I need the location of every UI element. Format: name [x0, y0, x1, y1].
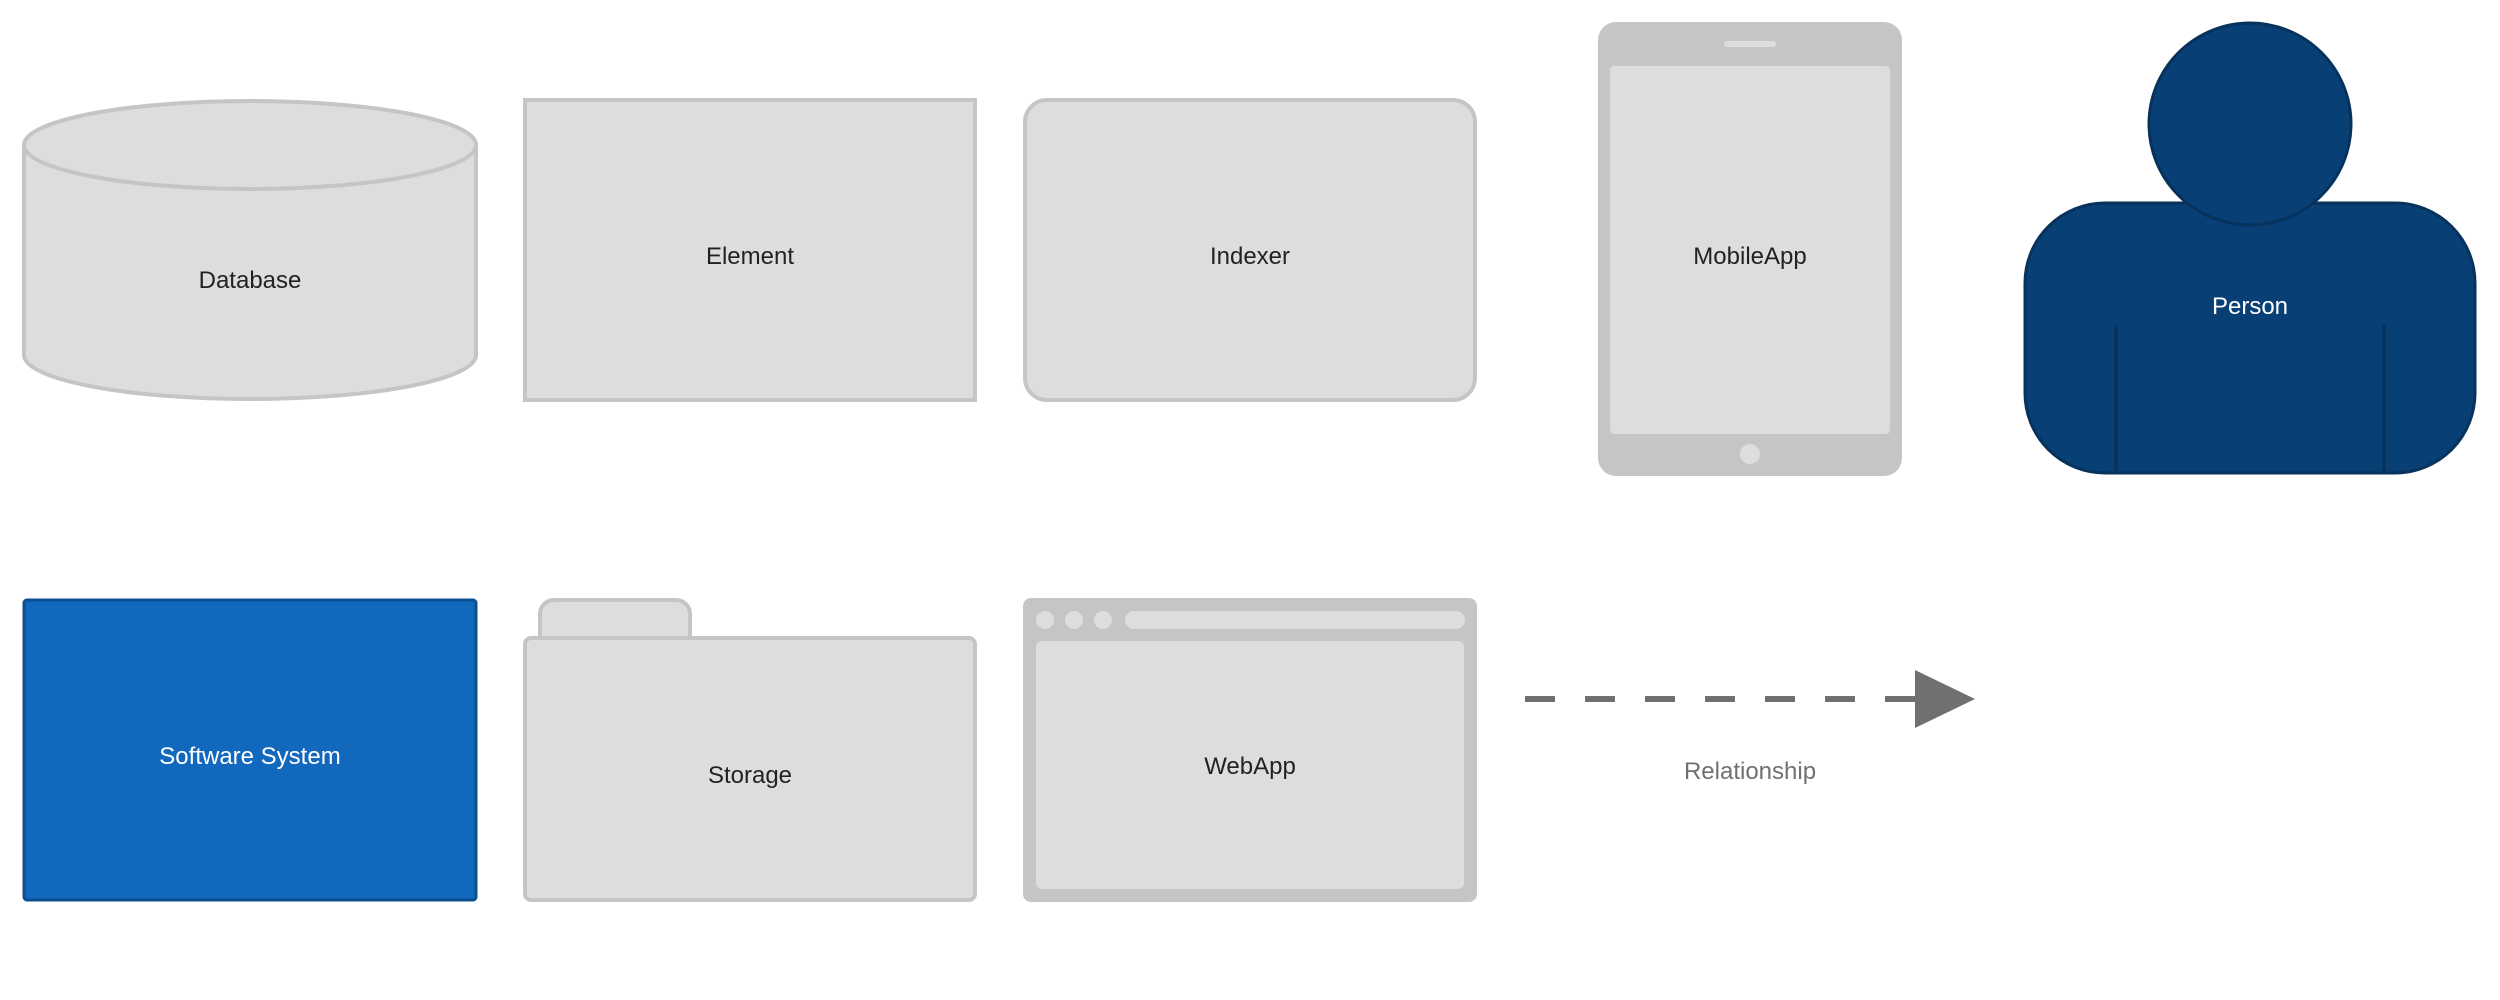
mobile-app-label: MobileApp: [1693, 243, 1806, 270]
element-box-shape: [523, 98, 977, 402]
browser-dot-icon: [1065, 611, 1083, 629]
element-label: Element: [706, 243, 794, 270]
relationship-arrowhead: [1915, 670, 1975, 728]
database-label: Database: [199, 267, 302, 294]
browser-dot-icon: [1094, 611, 1112, 629]
software-system-label: Software System: [159, 743, 340, 770]
web-browser-content: [1036, 641, 1464, 889]
mobile-home-button: [1740, 444, 1760, 464]
storage-folder-tab: [538, 598, 692, 640]
indexer-rounded-box: [1023, 98, 1477, 402]
database-cylinder-body: [22, 145, 478, 401]
software-system-box: [22, 598, 478, 902]
browser-dot-icon: [1036, 611, 1054, 629]
mobile-speaker-slot: [1724, 41, 1776, 47]
browser-address-bar: [1125, 611, 1465, 629]
indexer-element[interactable]: Indexer: [1023, 98, 1477, 402]
web-app-element[interactable]: WebApp: [1023, 598, 1477, 902]
element-box[interactable]: Element: [523, 98, 977, 402]
storage-folder-body: [523, 636, 977, 902]
relationship-label: Relationship: [1684, 758, 1816, 785]
person-element[interactable]: Person: [2023, 21, 2477, 475]
database-element[interactable]: Database: [22, 99, 478, 401]
mobile-device-screen: [1610, 66, 1890, 434]
storage-element[interactable]: Storage: [523, 598, 977, 902]
person-body: [2023, 201, 2477, 475]
relationship-arrow[interactable]: Relationship: [1525, 670, 1975, 785]
person-head: [2147, 21, 2353, 227]
web-app-label: WebApp: [1204, 753, 1296, 780]
mobile-app-element[interactable]: MobileApp: [1598, 22, 1902, 476]
person-label: Person: [2212, 293, 2288, 320]
indexer-label: Indexer: [1210, 243, 1290, 270]
storage-label: Storage: [708, 762, 792, 789]
software-system-element[interactable]: Software System: [22, 598, 478, 902]
database-cylinder-top: [22, 99, 478, 191]
